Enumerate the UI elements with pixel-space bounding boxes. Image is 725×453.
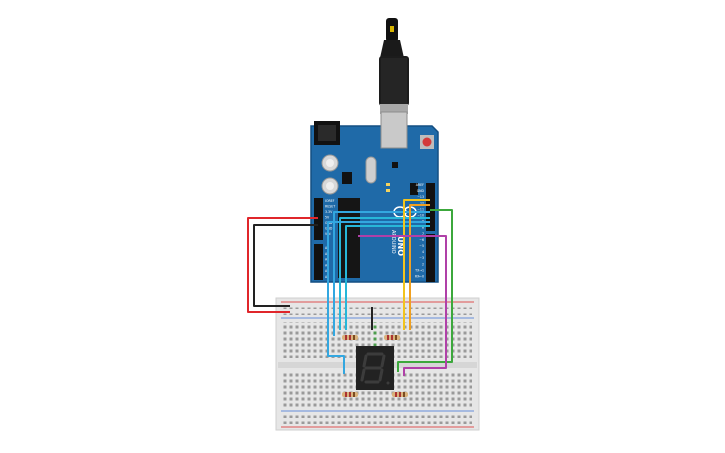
atmega-chip <box>338 198 360 278</box>
pin-label: 4 <box>422 250 424 254</box>
resistor <box>392 392 408 397</box>
power-header <box>314 198 323 240</box>
pin-label: 2 <box>422 262 424 266</box>
wire-orange-1[interactable] <box>409 204 430 330</box>
segment-digit <box>360 352 386 384</box>
digital-header-bottom <box>426 234 435 282</box>
reset-button-icon[interactable] <box>420 135 434 149</box>
wire-blue-3[interactable] <box>327 221 430 374</box>
pin-label: 7 <box>422 232 424 236</box>
wire-cyan-4[interactable] <box>345 225 430 330</box>
wire-blue-1[interactable] <box>333 211 430 336</box>
usb-port <box>380 111 408 149</box>
pin-label: AREF <box>416 183 424 187</box>
pin-label: ~6 <box>419 238 424 242</box>
wire-black[interactable] <box>253 224 318 307</box>
crystal <box>365 156 377 184</box>
pin-label: 12 <box>420 201 424 205</box>
pin-label: TX→1 <box>414 268 424 272</box>
pin-label: IOREF <box>325 199 335 203</box>
pin-label: 5V <box>325 216 330 220</box>
board-model: UNO <box>396 236 405 256</box>
wire-blue-2[interactable] <box>339 217 430 330</box>
pin-label: ~11 <box>417 207 424 211</box>
seven-segment-display[interactable]: 8 <box>356 346 394 390</box>
wire-purple[interactable] <box>403 235 447 376</box>
pin-label: 8 <box>422 226 424 230</box>
resistor <box>342 392 358 397</box>
board-brand: ARDUINO <box>390 230 396 254</box>
pin-label: 3.3V <box>325 210 333 214</box>
analog-header <box>314 244 323 280</box>
pin-label: ~5 <box>419 244 424 248</box>
pin-label: ~3 <box>419 256 424 260</box>
resistor <box>342 335 358 340</box>
wire-green[interactable] <box>397 209 453 372</box>
pin-label: RESET <box>325 205 335 209</box>
wire-yellow-1[interactable] <box>403 199 430 330</box>
pin-label: ~13 <box>417 195 424 199</box>
pin-label: ~10 <box>417 214 424 218</box>
power-jack-icon <box>314 121 340 145</box>
arduino-board[interactable]: ARDUINO UNO AREFGND~1312~11~10~987~6~54~… <box>310 111 439 283</box>
resistor <box>384 335 400 340</box>
pin-label: GND <box>417 189 425 193</box>
pin-label: RX←0 <box>415 275 424 279</box>
digital-header-top <box>426 183 435 231</box>
wire-red[interactable] <box>247 217 318 313</box>
